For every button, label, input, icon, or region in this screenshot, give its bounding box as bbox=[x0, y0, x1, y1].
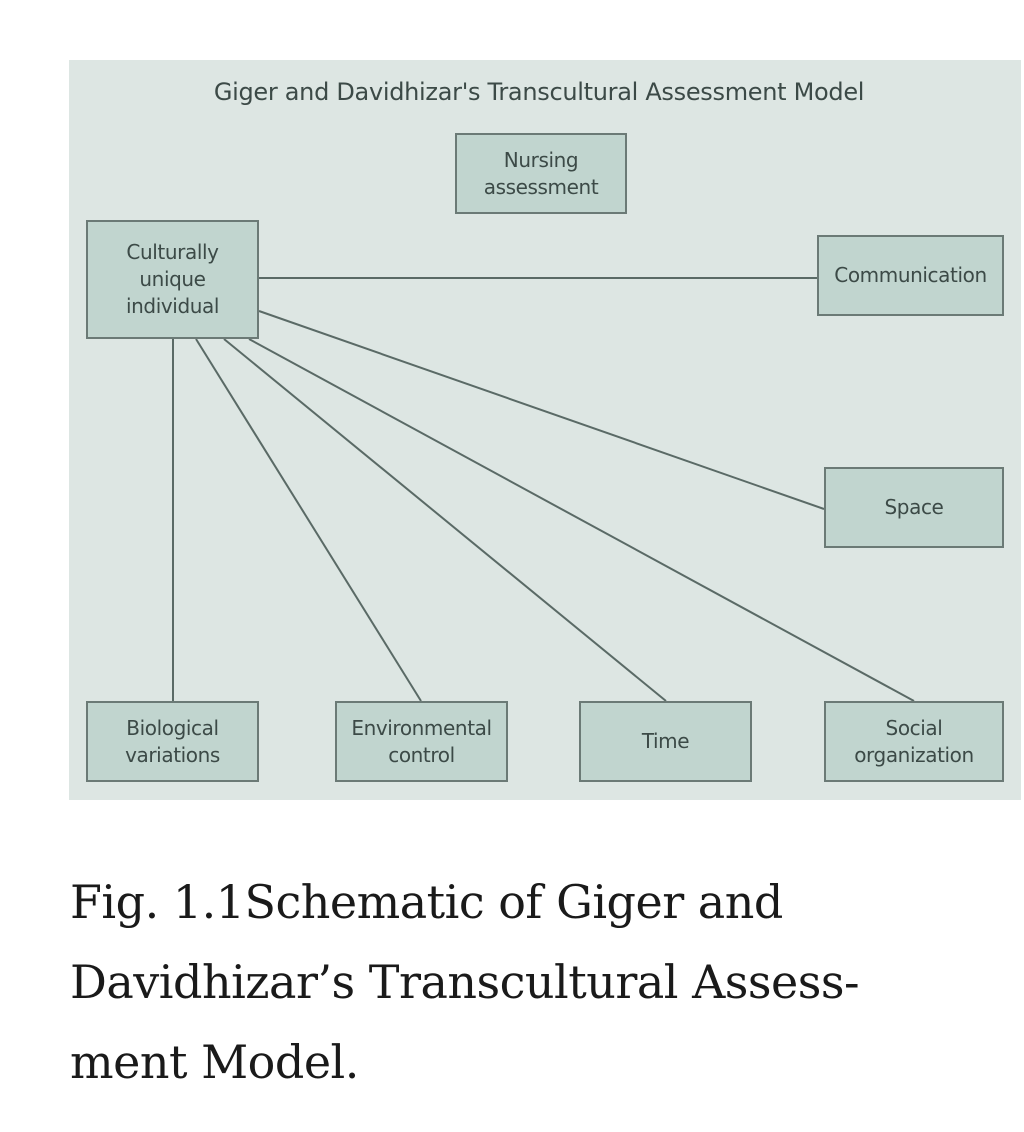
node-environmental-control: Environmental control bbox=[335, 701, 508, 782]
node-time: Time bbox=[579, 701, 752, 782]
edge-individual-social bbox=[248, 338, 915, 702]
node-space: Space bbox=[824, 467, 1004, 548]
node-culturally-unique-individual: Culturally unique individual bbox=[86, 220, 259, 339]
diagram-title: Giger and Davidhizar's Transcultural Ass… bbox=[213, 78, 865, 106]
node-communication: Communication bbox=[817, 235, 1004, 316]
edge-individual-time bbox=[223, 338, 667, 702]
node-biological-variations: Biological variations bbox=[86, 701, 259, 782]
node-social-organization: Social organization bbox=[824, 701, 1004, 782]
diagram-figure: Giger and Davidhizar's Transcultural Ass… bbox=[69, 60, 1021, 800]
edge-individual-environmental bbox=[195, 338, 422, 702]
node-nursing-assessment: Nursing assessment bbox=[455, 133, 627, 214]
connector-lines bbox=[172, 277, 915, 702]
edge-individual-space bbox=[258, 310, 825, 510]
figure-caption: Fig. 1.1Schematic of Giger and Davidhiza… bbox=[70, 875, 860, 1089]
